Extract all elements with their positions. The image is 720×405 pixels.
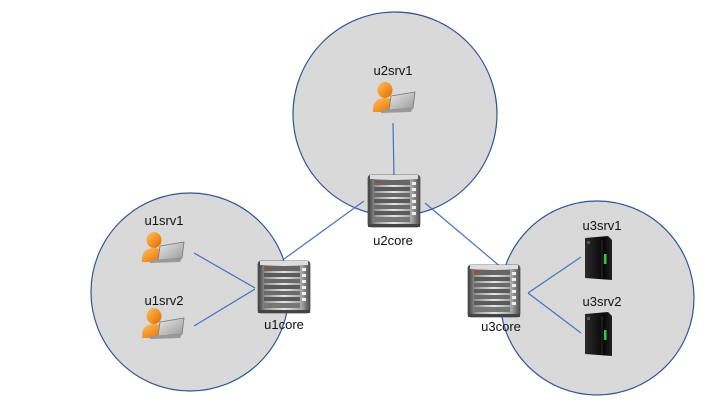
server-tower-icon <box>584 235 613 281</box>
node-u3core[interactable]: u3core <box>467 264 521 334</box>
link-u2core-u3core <box>424 202 503 269</box>
node-u3srv1[interactable]: u3srv1 <box>582 218 622 281</box>
node-label-u1core: u1core <box>264 317 304 332</box>
node-label-u2srv1: u2srv1 <box>373 63 412 78</box>
node-label-u1srv2: u1srv2 <box>144 293 183 308</box>
node-u3srv2[interactable]: u3srv2 <box>582 294 622 357</box>
node-label-u1srv1: u1srv1 <box>144 213 183 228</box>
node-u1core[interactable]: u1core <box>257 260 311 332</box>
node-label-u3srv1: u3srv1 <box>582 218 621 233</box>
core-router-icon <box>467 264 521 318</box>
core-router-icon <box>257 260 311 314</box>
link-u1srv2-u1core <box>193 288 256 327</box>
link-u1core-u2core <box>283 200 365 260</box>
node-label-u3core: u3core <box>481 319 521 334</box>
link-u3core-u3srv1 <box>527 256 582 294</box>
link-u1srv1-u1core <box>193 252 256 289</box>
core-router-icon <box>367 174 421 228</box>
node-u2srv1[interactable]: u2srv1 <box>372 63 416 114</box>
link-u2srv1-u2core <box>392 122 395 179</box>
link-u3core-u3srv2 <box>527 292 582 334</box>
node-u1srv2[interactable]: u1srv2 <box>141 293 185 340</box>
node-u1srv1[interactable]: u1srv1 <box>141 213 185 264</box>
server-tower-icon <box>584 311 613 357</box>
node-label-u2core: u2core <box>373 233 413 248</box>
node-label-u3srv2: u3srv2 <box>582 294 621 309</box>
node-u2core[interactable]: u2core <box>367 174 421 248</box>
